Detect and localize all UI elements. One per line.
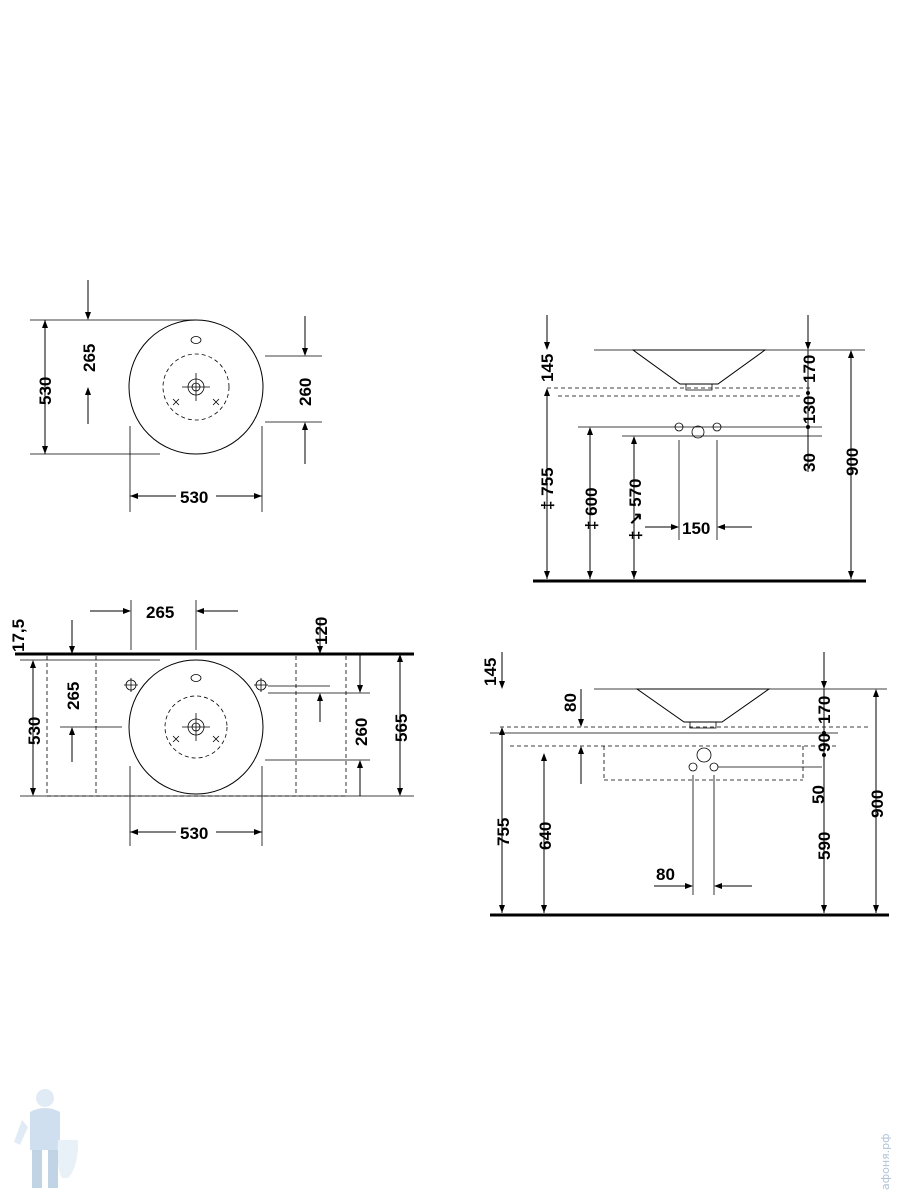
- dim-755: ‡ 755: [538, 467, 557, 510]
- dim-bottom-530: 530: [180, 488, 208, 507]
- dim-260: 260: [352, 718, 371, 746]
- basin-bowl-dashed: [162, 353, 230, 421]
- dim-590: 590: [815, 832, 834, 860]
- dim-80-top: 80: [561, 693, 580, 712]
- dim-90: 90: [815, 733, 834, 752]
- dim-left-265: 265: [64, 682, 83, 710]
- dim-right-260: 260: [296, 378, 315, 406]
- dim-900: 900: [843, 448, 862, 476]
- basin-profile: [631, 349, 767, 385]
- dim-upper-265: 265: [80, 344, 99, 372]
- dim-150: 150: [682, 519, 710, 538]
- dim-640: 640: [536, 822, 555, 850]
- top-view-basin: 530 265 260 530: [30, 280, 322, 512]
- dim-17-5: 17,5: [9, 619, 28, 652]
- dim-565: 565: [392, 714, 411, 742]
- dim-50: 50: [809, 785, 828, 804]
- dim-bottom-530-b: 530: [180, 824, 208, 843]
- dim-130: 130: [800, 396, 819, 424]
- dim-900-b: 900: [868, 790, 887, 818]
- side-view-b: 145 80 755 640 80 170 90 50 590: [481, 652, 889, 917]
- dim-755-b: 755: [494, 818, 513, 846]
- side-view-a: 145 ‡ 755 ‡ 600 ‡ ↘ 570 150 170 130 30 9…: [533, 315, 866, 583]
- watermark-text: афоня.рф: [879, 1133, 892, 1190]
- dim-80-bottom: 80: [656, 865, 675, 884]
- dim-30: 30: [800, 453, 819, 472]
- dim-600: ‡ 600: [582, 487, 601, 530]
- dim-170-b: 170: [815, 696, 834, 724]
- top-view-countertop: 17,5 265 120 530 265 260: [9, 600, 414, 846]
- basin-foot: [685, 384, 713, 391]
- dim-top-265: 265: [146, 603, 174, 622]
- mount-marks: [172, 398, 220, 406]
- dim-170: 170: [800, 355, 819, 383]
- plumber-mascot-logo: [14, 1089, 78, 1188]
- tap-hole: [190, 336, 202, 344]
- dim-left-530-b: 530: [25, 717, 44, 745]
- dim-145-b: 145: [481, 658, 500, 686]
- dim-570: ‡ ↘ 570: [626, 478, 645, 540]
- dim-120: 120: [312, 617, 331, 645]
- dim-145: 145: [538, 354, 557, 382]
- dim-left-530: 530: [36, 377, 55, 405]
